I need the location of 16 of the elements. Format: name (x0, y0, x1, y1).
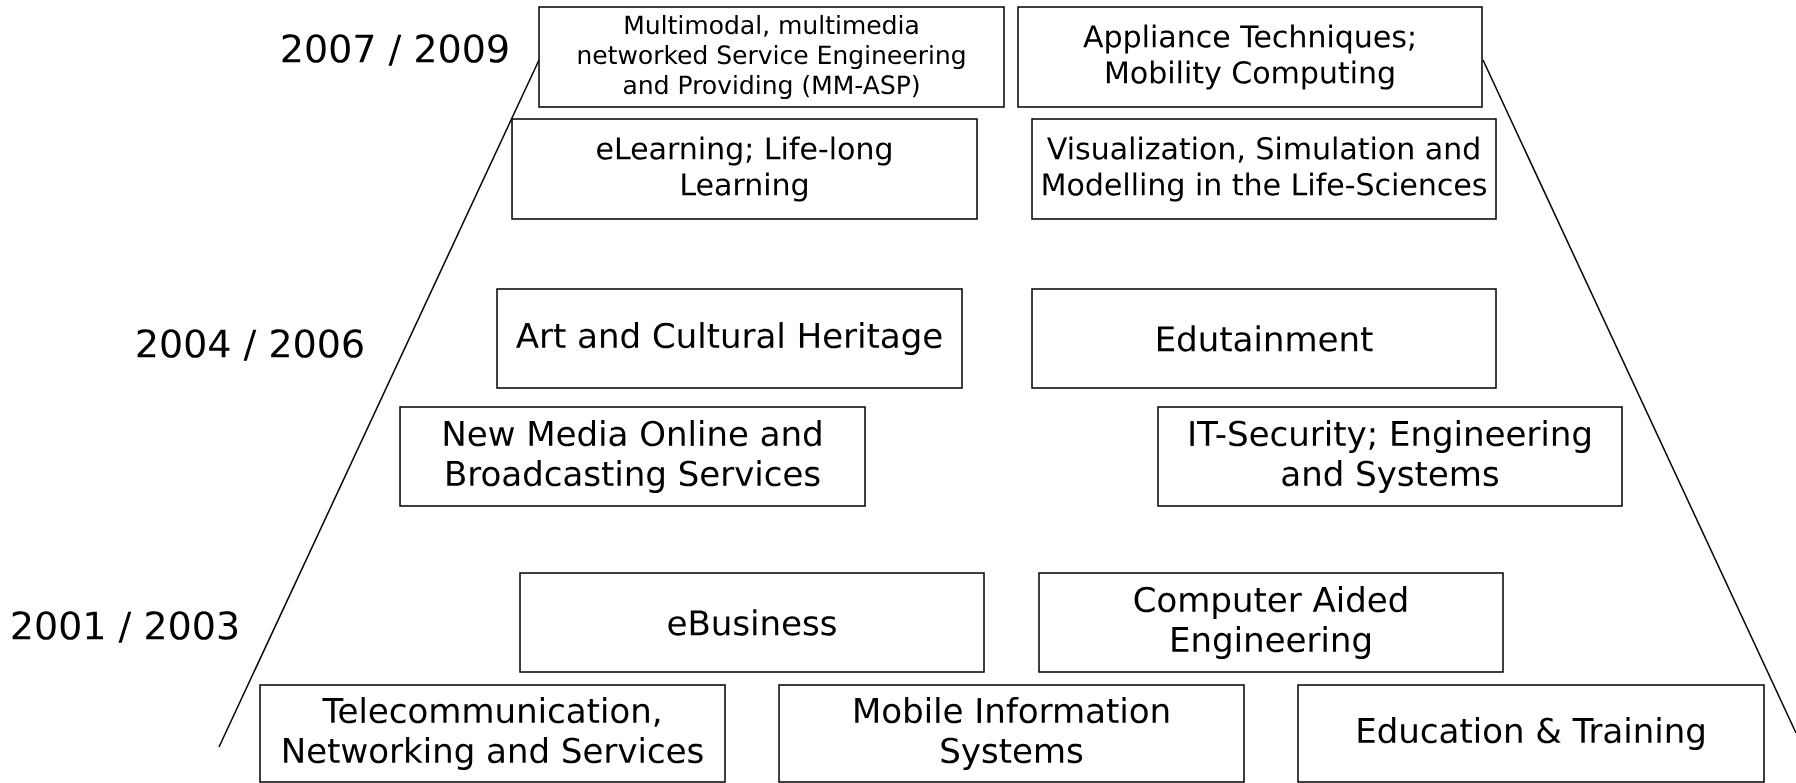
topic-box: Telecommunication, Networking and Services (259, 684, 726, 783)
topic-box: Edutainment (1031, 288, 1497, 389)
topic-box: New Media Online and Broadcasting Services (399, 406, 866, 507)
topic-box: IT-Security; Engineering and Systems (1157, 406, 1623, 507)
topic-box: Mobile Information Systems (778, 684, 1245, 783)
topic-box: eLearning; Life-long Learning (511, 118, 978, 220)
topic-box: Computer Aided Engineering (1038, 572, 1504, 673)
topic-box: eBusiness (519, 572, 985, 673)
topic-box: Art and Cultural Heritage (496, 288, 963, 389)
year-label: 2004 / 2006 (137, 329, 363, 361)
year-label: 2001 / 2003 (12, 611, 238, 643)
year-label: 2007 / 2009 (282, 34, 508, 66)
topic-box: Visualization, Simulation and Modelling in the Life-Sciences (1031, 118, 1497, 220)
topic-box: Multimodal, multimedia networked Service Engineering and Providing (MM-ASP) (538, 6, 1005, 108)
topic-box: Appliance Techniques; Mobility Computing (1017, 6, 1483, 108)
topic-box: Education & Training (1297, 684, 1765, 783)
